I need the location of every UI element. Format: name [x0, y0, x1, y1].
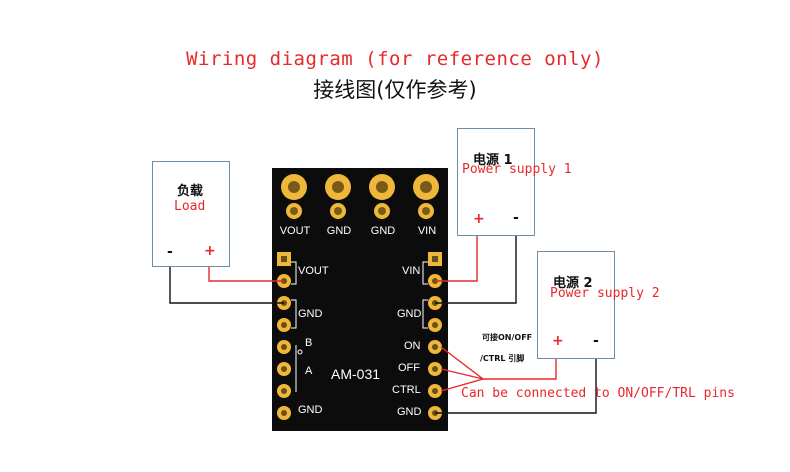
power-supply-2-box: 电源 2 Power supply 2 + -	[537, 251, 660, 359]
load-minus-terminal: -	[167, 244, 173, 260]
left-pin-a: A	[305, 365, 313, 377]
right-pin-gnd: GND	[397, 308, 422, 320]
psu2-minus-terminal: -	[593, 333, 599, 349]
title-chinese: 接线图(仅作参考)	[313, 78, 477, 102]
load-plus-terminal: +	[204, 243, 216, 259]
psu1-plus-terminal: +	[473, 211, 485, 227]
top-pin-vout: VOUT	[279, 225, 311, 237]
right-pin-on: ON	[404, 340, 421, 352]
top-pin-gnd-1: GND	[326, 225, 352, 237]
right-pin-off: OFF	[398, 362, 420, 374]
top-pin-vin: VIN	[417, 225, 437, 237]
right-pin-vin: VIN	[402, 265, 421, 277]
left-pin-b: B	[305, 337, 313, 349]
psu1-minus-terminal: -	[513, 210, 519, 226]
note-en: Can be connected to ON/OFF/TRL pins	[461, 386, 735, 401]
load-box: 负载 Load - +	[152, 161, 230, 267]
psu2-cn-label: 电源 2	[553, 276, 593, 291]
power-supply-1-box: 电源 1 Power supply 1 + -	[457, 128, 572, 236]
right-pin-ctrl: CTRL	[392, 384, 421, 396]
psu2-en-label: Power supply 2	[550, 286, 660, 301]
psu1-en-label: Power supply 1	[462, 162, 572, 177]
load-cn-label: 负载	[177, 184, 204, 199]
title-english: Wiring diagram (for reference only)	[186, 48, 604, 70]
silkscreen-lines	[291, 261, 428, 392]
right-pin-gnd-2: GND	[397, 406, 422, 418]
psu2-plus-terminal: +	[552, 333, 564, 349]
left-pin-vout: VOUT	[298, 265, 329, 277]
note-cn-line2: /CTRL 引脚	[480, 354, 525, 363]
psu1-cn-label: 电源 1	[473, 153, 513, 168]
load-en-label: Load	[174, 199, 206, 214]
left-pin-gnd: GND	[298, 308, 323, 320]
left-pin-gnd-2: GND	[298, 404, 323, 416]
note-cn-line1: 可接ON/OFF	[482, 333, 533, 342]
top-pin-gnd-2: GND	[370, 225, 396, 237]
top-pads	[281, 174, 439, 219]
module-name: AM-031	[331, 366, 381, 382]
